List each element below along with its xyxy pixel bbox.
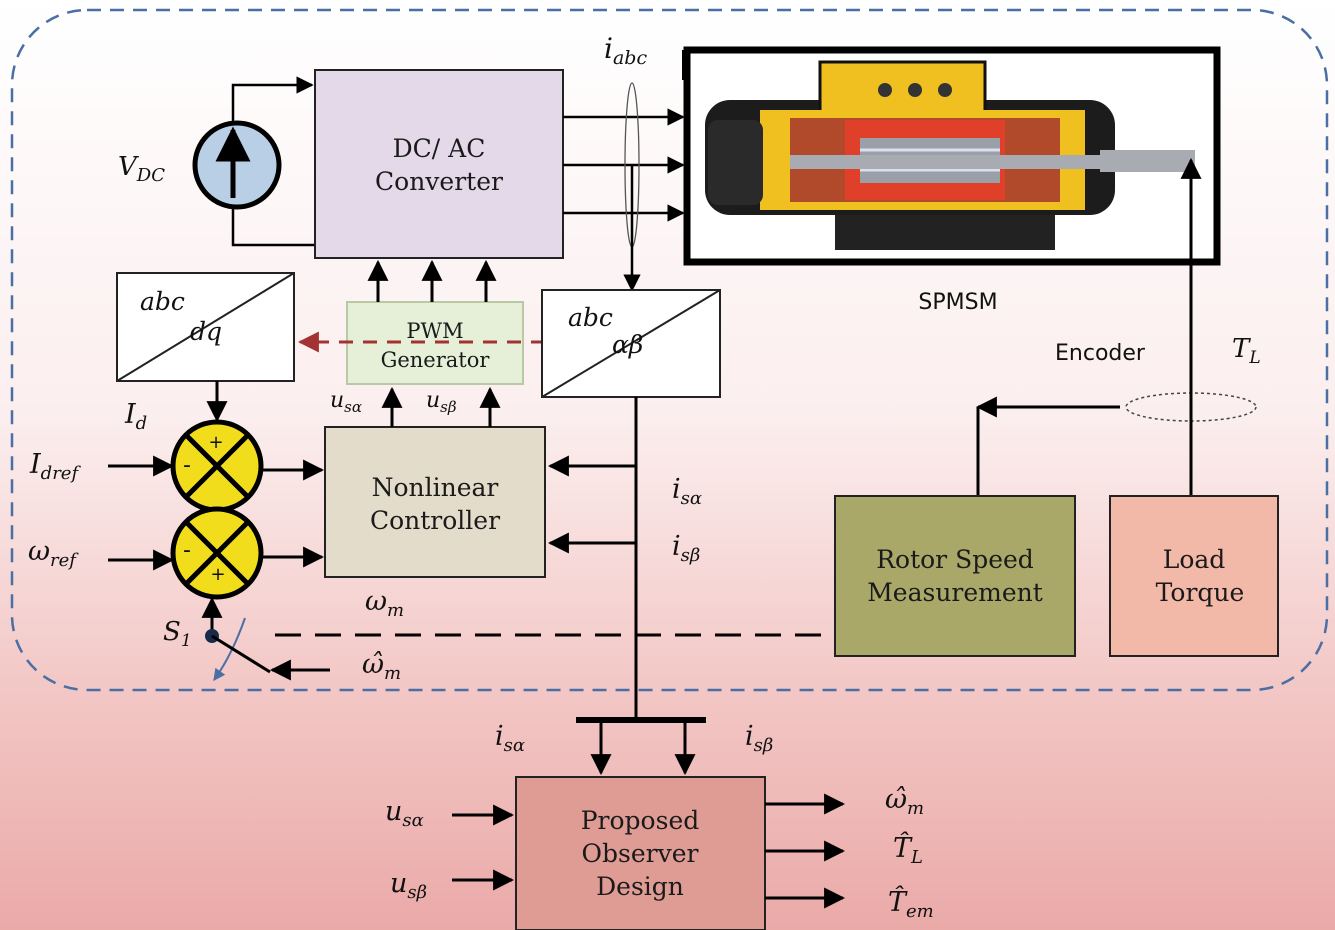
rotor-speed-block	[834, 495, 1076, 657]
switch-icon	[205, 617, 271, 681]
summing-junction-icon	[170, 419, 264, 513]
observer-label-1: Proposed	[581, 806, 700, 835]
controller-label-1: Nonlinear	[372, 473, 499, 502]
pwm-label-1: PWM	[406, 319, 463, 343]
out-tl-label: T̂L	[893, 831, 923, 868]
converter-label-1: DC/ AC	[393, 134, 486, 163]
abc-dq-top: abc	[140, 287, 185, 316]
wref-label: ωref	[28, 536, 79, 571]
pwm-label-2: Generator	[381, 348, 491, 372]
converter-block	[314, 69, 564, 259]
s1-label: S1	[163, 617, 192, 651]
isb-obs-label: isβ	[745, 721, 773, 756]
motor-image-icon	[705, 60, 1195, 250]
voltage-source-icon	[192, 120, 282, 210]
usa-obs-label: usα	[385, 796, 424, 831]
abc-dq-bottom: dq	[190, 317, 222, 346]
summer1-minus: -	[183, 453, 191, 478]
isb-ctrl-label: isβ	[672, 531, 700, 566]
observer-block	[515, 776, 766, 930]
usa-ctrl-label: usα	[330, 388, 362, 416]
isa-ctrl-label: isα	[672, 474, 702, 509]
out-wm-label: ω̂m	[885, 784, 924, 819]
id-label: Id	[124, 399, 147, 434]
load-torque-label-1: Load	[1163, 545, 1226, 574]
summer1-plus: +	[208, 432, 223, 453]
isa-obs-label: isα	[495, 721, 525, 756]
summer2-minus: -	[183, 538, 191, 563]
encoder-label: Encoder	[1055, 341, 1146, 366]
wm-label: ωm	[365, 586, 404, 621]
usb-obs-label: usβ	[390, 868, 427, 903]
idref-label: Idref	[29, 449, 81, 484]
system-boundary	[10, 8, 1329, 692]
abc-ab-top: abc	[568, 303, 613, 332]
controller-label-2: Controller	[370, 506, 500, 535]
out-tem-label: T̂em	[888, 885, 934, 922]
load-torque-label-2: Torque	[1156, 578, 1245, 607]
usb-ctrl-label: usβ	[426, 388, 457, 416]
controller-block	[324, 426, 546, 578]
wm-hat-input-label: ω̂m	[362, 649, 401, 684]
vdc-label: VDC	[118, 152, 165, 186]
converter-label-2: Converter	[375, 167, 503, 196]
observer-label-2: Observer	[582, 839, 699, 868]
rotor-speed-label-2: Measurement	[867, 578, 1043, 607]
load-torque-block	[1109, 495, 1279, 657]
iabc-label: iabc	[604, 32, 647, 69]
observer-label-3: Design	[596, 872, 684, 901]
summer2-plus: +	[210, 564, 225, 585]
abc-ab-bottom: αβ	[612, 330, 643, 359]
tl-label: TL	[1232, 334, 1261, 368]
rotor-speed-label-1: Rotor Speed	[876, 545, 1034, 574]
motor-label: SPMSM	[918, 290, 997, 315]
